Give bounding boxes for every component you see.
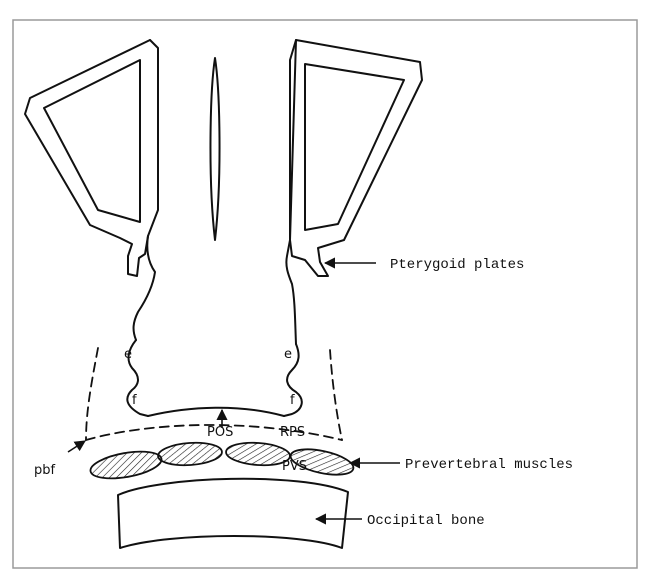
pos-label: POS: [207, 425, 233, 440]
e-left-label: e: [124, 347, 132, 362]
rps-label: RPS: [280, 425, 305, 440]
pbf-arrow: [68, 441, 85, 452]
pbf-dashed-right: [330, 350, 342, 440]
left-pterygoid-plate: [134, 40, 158, 340]
pvs-label: PVS: [282, 459, 307, 474]
prevertebral-muscles-label: Prevertebral muscles: [405, 457, 573, 473]
posterior-pharyngeal-wall: [148, 408, 284, 416]
e-right-label: e: [284, 347, 292, 362]
muscle-left-inner: [157, 441, 222, 467]
occipital-bone: [118, 479, 348, 548]
muscle-left-outer: [88, 447, 163, 483]
muscle-right-inner: [225, 441, 290, 467]
pbf-label: pbf: [34, 463, 56, 478]
f-left-label: f: [132, 393, 137, 408]
f-right-label: f: [290, 393, 295, 408]
vomer: [210, 58, 219, 240]
right-pterygoid-outer: [290, 40, 422, 276]
pterygoid-plates-label: Pterygoid plates: [390, 257, 524, 273]
occipital-bone-label: Occipital bone: [367, 513, 485, 529]
left-pterygoid-outer: [25, 40, 150, 276]
pbf-dashed-left: [86, 348, 98, 440]
